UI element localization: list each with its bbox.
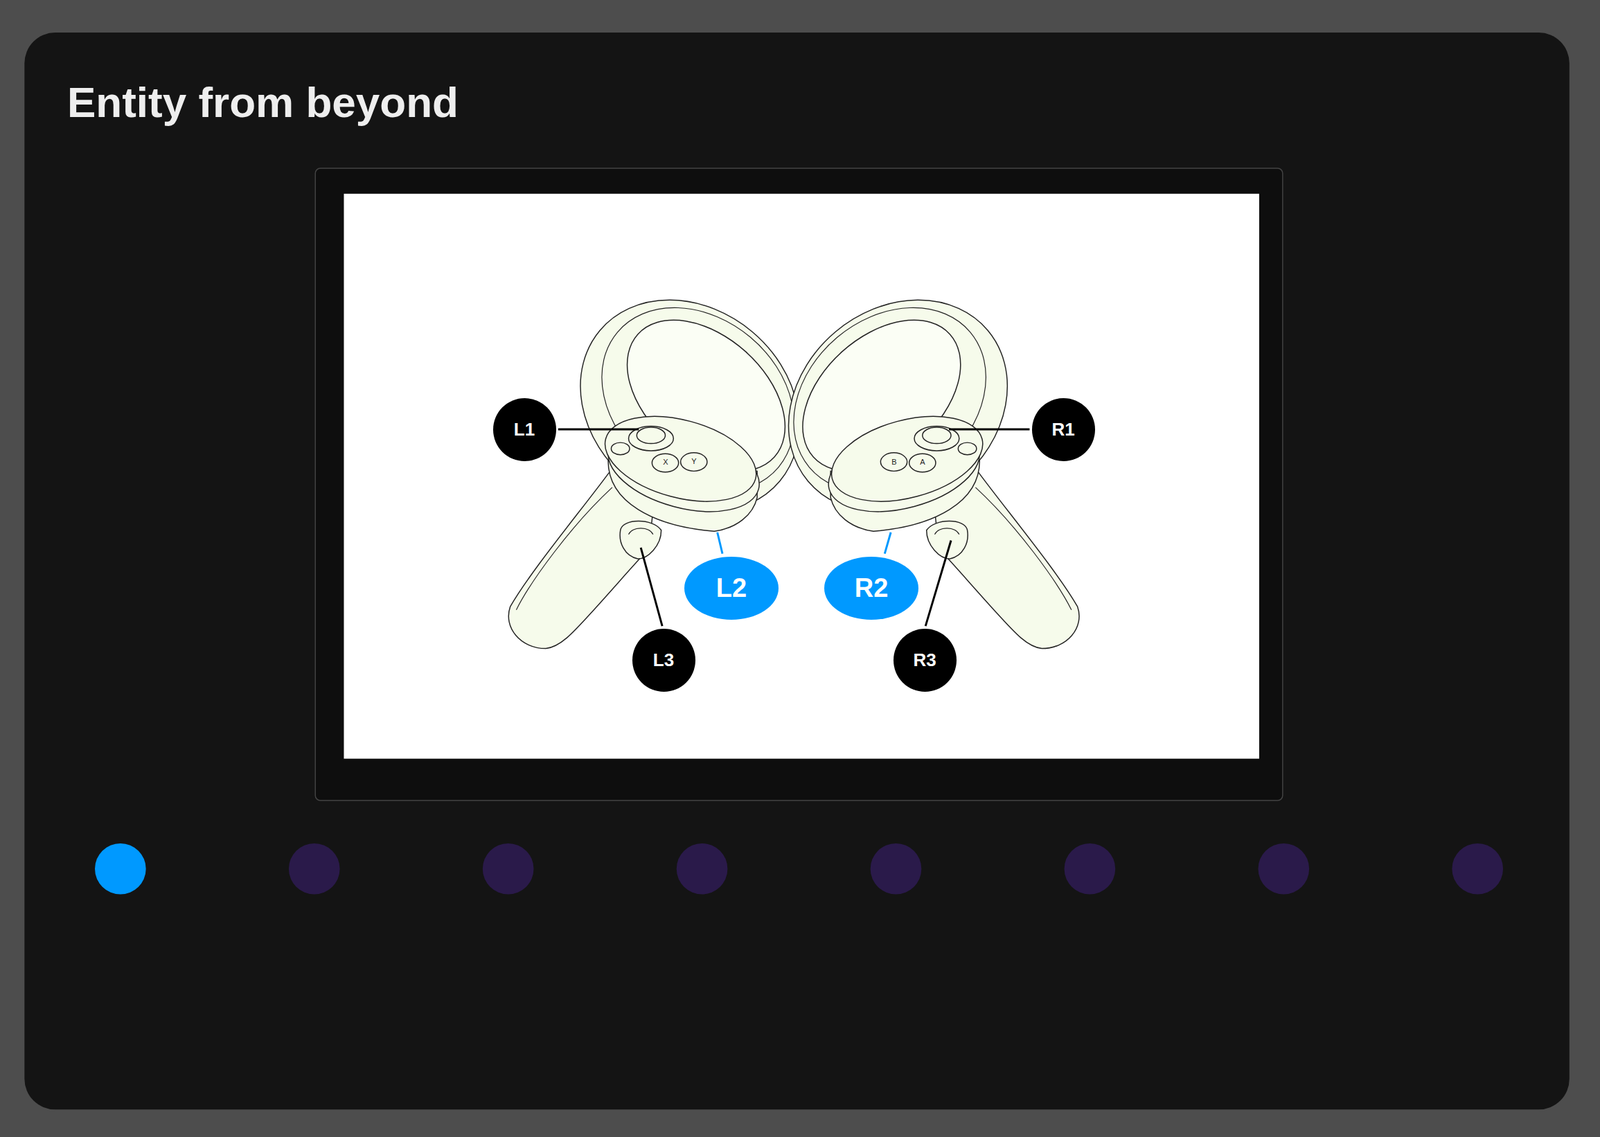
callout-number: R2 bbox=[854, 573, 889, 604]
button-letter: Y bbox=[691, 457, 697, 466]
callout-badge: R2 bbox=[824, 556, 919, 620]
callout-badge: L1 bbox=[493, 398, 557, 462]
button-letter: A bbox=[919, 458, 925, 467]
callout-number: R3 bbox=[912, 649, 936, 672]
callout-number: L2 bbox=[716, 573, 747, 604]
callout-number: L1 bbox=[513, 419, 535, 441]
slide-title: Entity from beyond bbox=[67, 77, 459, 127]
callout-badge: L3 bbox=[632, 628, 696, 692]
callout-badge: R3 bbox=[893, 628, 957, 692]
callout-badge: L2 bbox=[684, 556, 779, 620]
callout-badge: R1 bbox=[1032, 398, 1096, 462]
callout-number: L3 bbox=[653, 649, 674, 672]
button-letter: B bbox=[891, 458, 897, 467]
button-letter: X bbox=[662, 458, 668, 467]
callout-number: R1 bbox=[1051, 419, 1075, 441]
